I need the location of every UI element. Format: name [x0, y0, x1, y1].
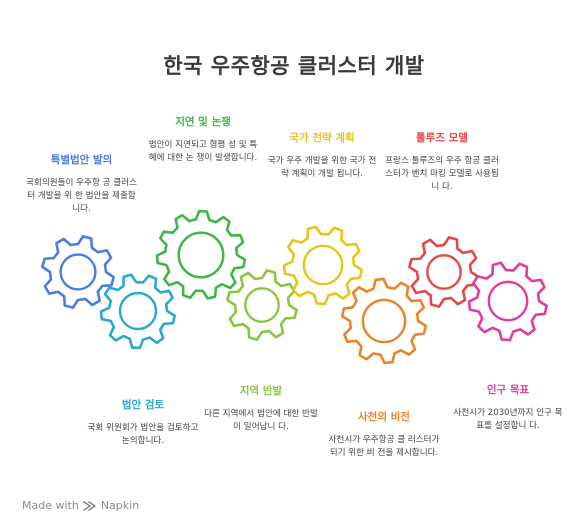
gear-icon: [408, 236, 480, 308]
step-block-s2: 법안 검토 국회 위원회가 법안을 검토하고 논의합니다.: [84, 397, 202, 448]
gear-icon: [41, 235, 115, 309]
gear-icon: [340, 277, 428, 365]
step-heading: 특별법안 발의: [50, 154, 113, 166]
step-description: 프랑스 툴루즈의 우주 항공 클러스터가 벤치 마킹 모델로 사용됩니 다.: [385, 156, 499, 192]
footer-brand: Napkin: [100, 499, 140, 512]
step-block-s4: 지역 반발 다른 지역에서 법안에 대한 반발이 일어납니 다.: [204, 383, 318, 434]
gear-icon: [155, 209, 247, 300]
napkin-logo-icon: [83, 500, 96, 511]
step-heading: 사천의 비전: [358, 411, 410, 423]
gear-icon: [282, 225, 363, 306]
step-heading: 국가 전략 계획: [289, 132, 355, 144]
footer-label: Made with: [22, 499, 79, 512]
gear-icon: [467, 261, 548, 342]
step-description: 국회 위원회가 법안을 검토하고 논의합니다.: [87, 423, 199, 446]
step-description: 사천시가 우주항공 클 러스터가 되기 위한 비 전을 제시합니다.: [328, 435, 440, 458]
step-block-s1: 특별법안 발의 국회의원들이 우주항 공 클러스터 개발을 위 한 법안을 제출…: [24, 152, 139, 216]
step-block-s7: 툴루즈 모델 프랑스 툴루즈의 우주 항공 클러스터가 벤치 마킹 모델로 사용…: [384, 130, 500, 194]
step-heading: 법안 검토: [121, 399, 165, 411]
step-heading: 인구 목표: [486, 384, 530, 396]
step-block-s6: 사천의 비전 사천시가 우주항공 클 러스터가 되기 위한 비 전을 제시합니다…: [326, 409, 442, 460]
step-heading: 툴루즈 모델: [416, 132, 468, 144]
page-title: 한국 우주항공 클러스터 개발: [163, 54, 425, 78]
step-description: 다른 지역에서 법안에 대한 반발이 일어납니 다.: [204, 409, 318, 432]
step-heading: 지연 및 논쟁: [175, 116, 231, 128]
step-block-s8: 인구 목표 사천시가 2030년까지 인구 목표를 설정합니 다.: [452, 382, 564, 433]
step-heading: 지역 반발: [239, 385, 283, 397]
footer: Made with Napkin: [22, 499, 139, 512]
gear-icon: [226, 269, 298, 341]
step-block-s5: 국가 전략 계획 국가 우주 개발을 위한 국가 전략 계획이 개발 됩니다.: [264, 130, 380, 181]
gear-icon: [99, 273, 177, 350]
step-description: 법안이 지연되고 형평 성 및 특혜에 대한 논 쟁이 발생합니다.: [148, 140, 258, 163]
step-block-s3: 지연 및 논쟁 법안이 지연되고 형평 성 및 특혜에 대한 논 쟁이 발생합니…: [148, 114, 258, 165]
step-description: 사천시가 2030년까지 인구 목표를 설정합니 다.: [453, 408, 563, 431]
step-description: 국가 우주 개발을 위한 국가 전략 계획이 개발 됩니다.: [267, 156, 377, 179]
step-description: 국회의원들이 우주항 공 클러스터 개발을 위 한 법안을 제출합니다.: [26, 178, 137, 214]
